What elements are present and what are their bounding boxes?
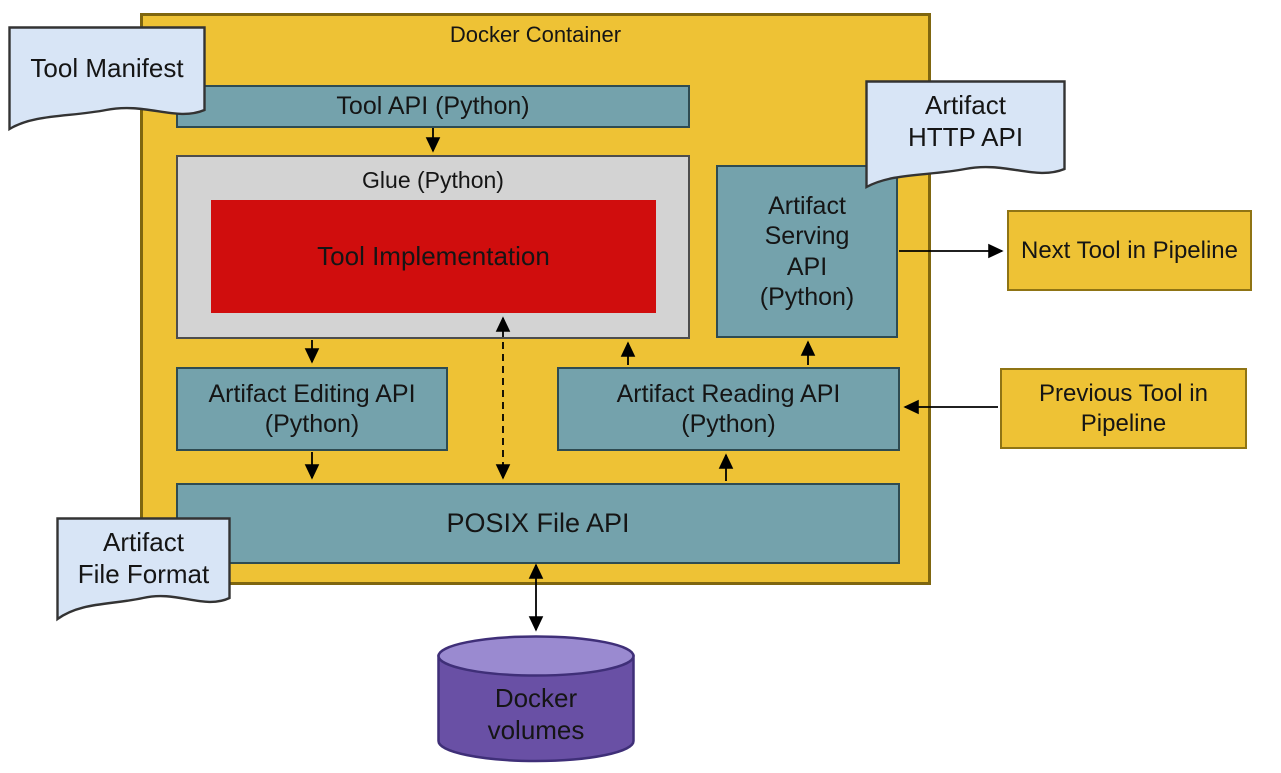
tool-implementation-label: Tool Implementation	[317, 240, 550, 271]
glue-label: Glue (Python)	[362, 167, 504, 193]
tool-implementation-box: Tool Implementation	[211, 200, 656, 313]
artifact-file-format-label: Artifact File Format	[77, 527, 210, 589]
artifact-editing-api-label: Artifact Editing API (Python)	[208, 379, 416, 439]
artifact-http-api-document: Artifact HTTP API	[865, 80, 1066, 190]
tool-api-label: Tool API (Python)	[336, 92, 530, 121]
next-tool-in-pipeline-box: Next Tool in Pipeline	[1007, 210, 1252, 291]
cylinder-shape	[437, 635, 635, 763]
tool-manifest-document: Tool Manifest	[8, 26, 206, 138]
artifact-serving-api-box: Artifact Serving API (Python)	[716, 165, 898, 338]
artifact-reading-api-label: Artifact Reading API (Python)	[616, 379, 841, 439]
tool-manifest-label: Tool Manifest	[30, 53, 184, 84]
next-tool-label: Next Tool in Pipeline	[1020, 236, 1239, 264]
docker-container-title: Docker Container	[449, 22, 622, 47]
document-shape	[865, 80, 1066, 190]
document-shape	[8, 26, 206, 132]
posix-file-api-label: POSIX File API	[446, 508, 630, 539]
artifact-serving-api-label: Artifact Serving API (Python)	[759, 191, 855, 312]
posix-file-api-box: POSIX File API	[176, 483, 900, 564]
artifact-http-api-label: Artifact HTTP API	[907, 90, 1024, 152]
docker-volumes-cylinder: Docker volumes	[437, 634, 635, 764]
docker-volumes-label: Docker volumes	[487, 683, 585, 745]
artifact-reading-api-box: Artifact Reading API (Python)	[557, 367, 900, 451]
artifact-editing-api-box: Artifact Editing API (Python)	[176, 367, 448, 451]
previous-tool-label: Previous Tool in Pipeline	[1039, 380, 1208, 437]
previous-tool-in-pipeline-box: Previous Tool in Pipeline	[1000, 368, 1247, 449]
artifact-file-format-document: Artifact File Format	[56, 517, 231, 627]
tool-api-box: Tool API (Python)	[176, 85, 690, 128]
document-shape	[56, 517, 231, 622]
